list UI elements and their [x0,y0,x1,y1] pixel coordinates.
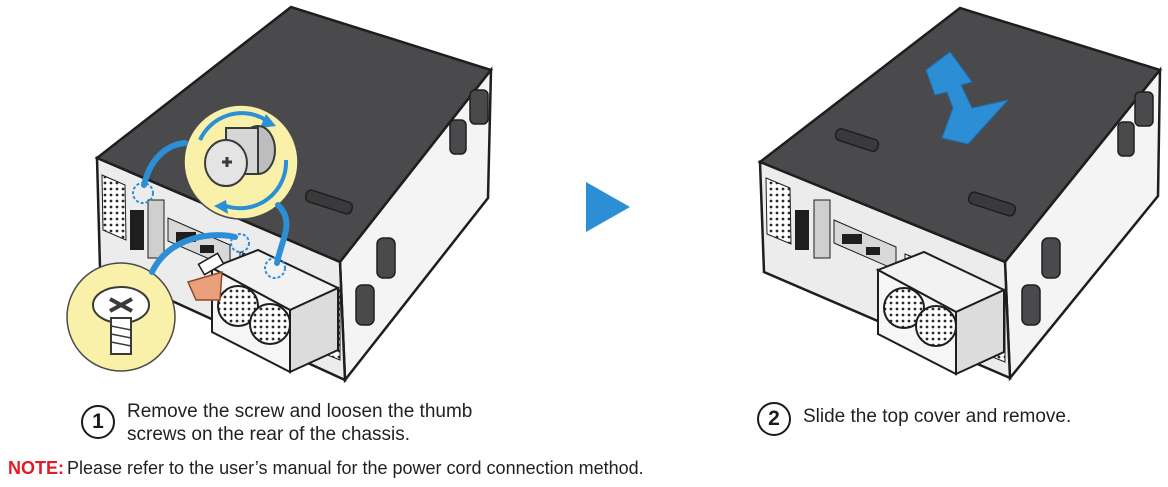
chassis-step2 [757,6,1163,382]
step-1-line-2: screws on the rear of the chassis. [127,424,411,445]
slide-direction-arrow-icon [925,51,1010,145]
chassis-step1 [94,5,494,384]
step-instruction: Slide the top cover and remove. [803,402,1071,428]
step-number-badge: 1 [81,405,115,439]
note-text: Please refer to the user’s manual for th… [67,458,644,478]
screw-callout [66,262,176,372]
thumb-screw-callout [183,104,299,220]
step-instruction: Remove the screw and loosen the thumb sc… [127,400,472,446]
step-number-badge: 2 [757,402,791,436]
step-1-caption: 1 Remove the screw and loosen the thumb … [81,400,551,446]
step-2-line-1: Slide the top cover and remove. [803,406,1072,427]
play-arrow-icon [586,182,630,232]
step-2-caption: 2 Slide the top cover and remove. [757,402,1071,436]
note: NOTE:Please refer to the user’s manual f… [8,458,644,479]
step-1-line-1: Remove the screw and loosen the thumb [127,401,473,422]
callout-pointer-arrows [141,140,290,275]
note-label: NOTE: [8,458,64,478]
